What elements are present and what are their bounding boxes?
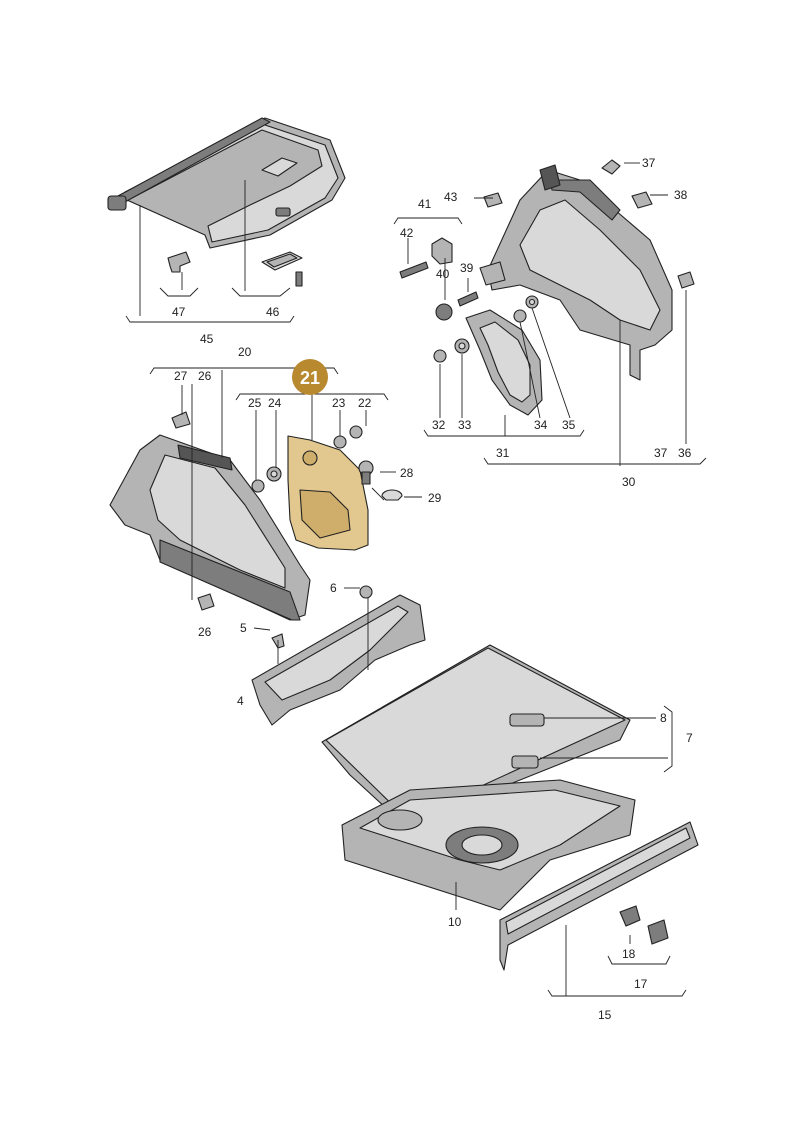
label-37-top: 37	[642, 156, 656, 170]
label-15: 15	[598, 1008, 612, 1022]
label-28: 28	[400, 466, 414, 480]
label-6: 6	[330, 581, 337, 595]
label-4: 4	[237, 694, 244, 708]
storage-tray-10	[341, 779, 636, 911]
label-32: 32	[432, 418, 446, 432]
label-39: 39	[460, 261, 474, 275]
label-42: 42	[400, 226, 414, 240]
label-27: 27	[174, 369, 188, 383]
label-38: 38	[674, 188, 688, 202]
part-number-labels: 37 38 43 41 42 40 39 47 46 45 20 27 26 2…	[172, 156, 693, 1022]
cover-bracket-47	[167, 251, 191, 290]
label-18: 18	[622, 947, 636, 961]
highlight-badge-label: 21	[300, 368, 320, 388]
label-34: 34	[534, 418, 548, 432]
label-20: 20	[238, 345, 252, 359]
floor-cover-7	[321, 644, 631, 831]
label-45: 45	[200, 332, 214, 346]
label-24: 24	[268, 396, 282, 410]
cover-clip-46	[261, 251, 303, 287]
label-26-bottom: 26	[198, 625, 212, 639]
label-8: 8	[660, 711, 667, 725]
right-side-trim-panel	[479, 164, 673, 381]
label-25: 25	[248, 396, 262, 410]
label-17: 17	[634, 977, 648, 991]
label-46: 46	[266, 305, 280, 319]
label-35: 35	[562, 418, 576, 432]
label-23: 23	[332, 396, 346, 410]
label-30: 30	[622, 475, 636, 489]
highlighted-cover-21	[287, 435, 369, 551]
highlight-badge-21[interactable]: 21	[292, 359, 328, 395]
label-41: 41	[418, 197, 432, 211]
label-26-top: 26	[198, 369, 212, 383]
right-small-parts	[399, 159, 695, 363]
label-43: 43	[444, 190, 458, 204]
luggage-compartment-cover	[107, 117, 346, 249]
label-22: 22	[358, 396, 372, 410]
label-7: 7	[686, 731, 693, 745]
leader-lines	[125, 162, 707, 997]
label-47: 47	[172, 305, 186, 319]
trim-cover-31	[465, 309, 543, 416]
label-33: 33	[458, 418, 472, 432]
label-29: 29	[428, 491, 442, 505]
label-5: 5	[240, 621, 247, 635]
label-40: 40	[436, 267, 450, 281]
label-37-bottom: 37	[654, 446, 668, 460]
left-side-trim-panel	[109, 434, 311, 621]
left-small-parts	[171, 411, 403, 611]
label-10: 10	[448, 915, 462, 929]
label-31: 31	[496, 446, 510, 460]
loading-sill-trim-4	[251, 585, 426, 726]
loading-edge-trim-15	[499, 821, 699, 971]
label-36: 36	[678, 446, 692, 460]
